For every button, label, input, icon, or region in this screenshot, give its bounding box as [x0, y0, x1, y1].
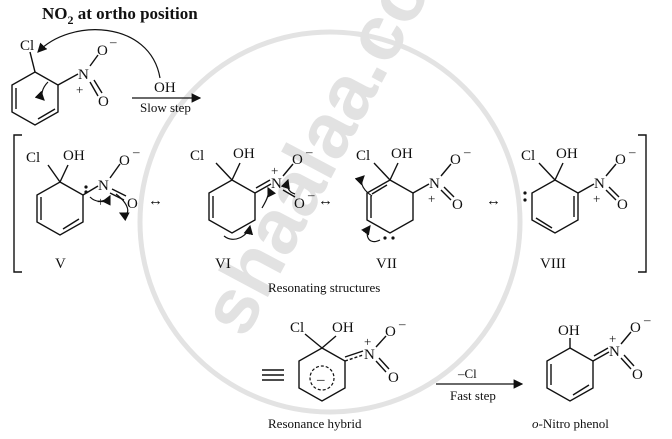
svg-text:–: –	[463, 144, 471, 159]
o-label: O	[97, 43, 108, 59]
slow-step-label: Slow step	[140, 100, 191, 115]
fast-step-reagent: –Cl	[457, 366, 477, 381]
svg-text:O: O	[630, 320, 641, 336]
svg-text:OH: OH	[558, 323, 580, 339]
reagent-label: OH	[154, 80, 176, 96]
fast-step-label: Fast step	[450, 388, 496, 403]
svg-text:N: N	[98, 178, 109, 194]
svg-text:O: O	[385, 324, 396, 340]
hybrid-caption: Resonance hybrid	[268, 416, 362, 431]
start-molecule: Cl N + O – O	[11, 34, 117, 126]
svg-text:O: O	[98, 94, 109, 110]
n-charge: +	[76, 82, 83, 97]
svg-text:–: –	[316, 372, 325, 388]
o-charge: –	[109, 34, 117, 49]
roman-vii: VII	[376, 256, 397, 272]
product-molecule: OH N + O – O	[546, 312, 651, 402]
svg-text:↔: ↔	[486, 193, 501, 209]
svg-text:OH: OH	[332, 320, 354, 336]
roman-vi: VI	[215, 256, 231, 272]
svg-text:OH: OH	[391, 146, 413, 162]
structure-vi: Cl OH N + O – O – VI	[190, 144, 315, 272]
svg-text:O: O	[450, 152, 461, 168]
svg-text:–: –	[307, 187, 315, 202]
svg-text:↔: ↔	[318, 193, 333, 209]
svg-text:N: N	[429, 176, 440, 192]
svg-text:+: +	[428, 191, 435, 206]
resonating-caption: Resonating structures	[268, 280, 380, 295]
svg-text:N: N	[594, 176, 605, 192]
svg-text:–: –	[643, 312, 651, 327]
svg-text:–: –	[398, 316, 406, 331]
attack-arrow	[37, 29, 161, 79]
page-title: NO2 at ortho position	[42, 4, 198, 27]
svg-text:O: O	[119, 153, 130, 169]
right-bracket	[638, 134, 647, 273]
svg-text:O: O	[292, 152, 303, 168]
svg-text:OH: OH	[63, 148, 85, 164]
svg-text:O: O	[632, 367, 643, 383]
svg-text:+: +	[271, 163, 278, 178]
svg-text:N: N	[364, 347, 375, 363]
svg-text:+: +	[364, 334, 371, 349]
svg-text:O: O	[127, 196, 138, 212]
structure-vii: Cl OH N + O – O VII	[354, 144, 471, 272]
product-caption: o-Nitro phenol	[532, 416, 609, 431]
roman-v: V	[55, 256, 66, 272]
resonance-hybrid: – Cl OH N + O – O	[290, 316, 406, 402]
svg-text:–: –	[132, 144, 140, 159]
svg-text:OH: OH	[233, 146, 255, 162]
svg-text:Cl: Cl	[290, 320, 304, 336]
svg-text:N: N	[271, 176, 282, 192]
svg-text:O: O	[615, 152, 626, 168]
svg-text:–: –	[628, 144, 636, 159]
structure-viii: Cl OH N + O – O VIII	[521, 144, 636, 272]
cl-label: Cl	[20, 38, 34, 54]
left-bracket	[13, 134, 22, 273]
svg-text:N: N	[609, 344, 620, 360]
svg-text:Cl: Cl	[356, 148, 370, 164]
svg-text:Cl: Cl	[26, 150, 40, 166]
svg-text:+: +	[593, 191, 600, 206]
svg-text:O: O	[388, 370, 399, 386]
svg-text:↔: ↔	[148, 193, 163, 209]
svg-text:+: +	[609, 331, 616, 346]
equivalence-sign	[262, 369, 284, 381]
svg-text:Cl: Cl	[521, 148, 535, 164]
svg-text:O: O	[452, 197, 463, 213]
svg-text:O: O	[617, 197, 628, 213]
svg-text:O: O	[294, 196, 305, 212]
roman-viii: VIII	[540, 256, 566, 272]
n-label: N	[78, 67, 89, 83]
svg-text:OH: OH	[556, 146, 578, 162]
svg-text:–: –	[305, 144, 313, 159]
svg-text:Cl: Cl	[190, 148, 204, 164]
structure-v: Cl OH N + O – O V	[26, 144, 140, 272]
